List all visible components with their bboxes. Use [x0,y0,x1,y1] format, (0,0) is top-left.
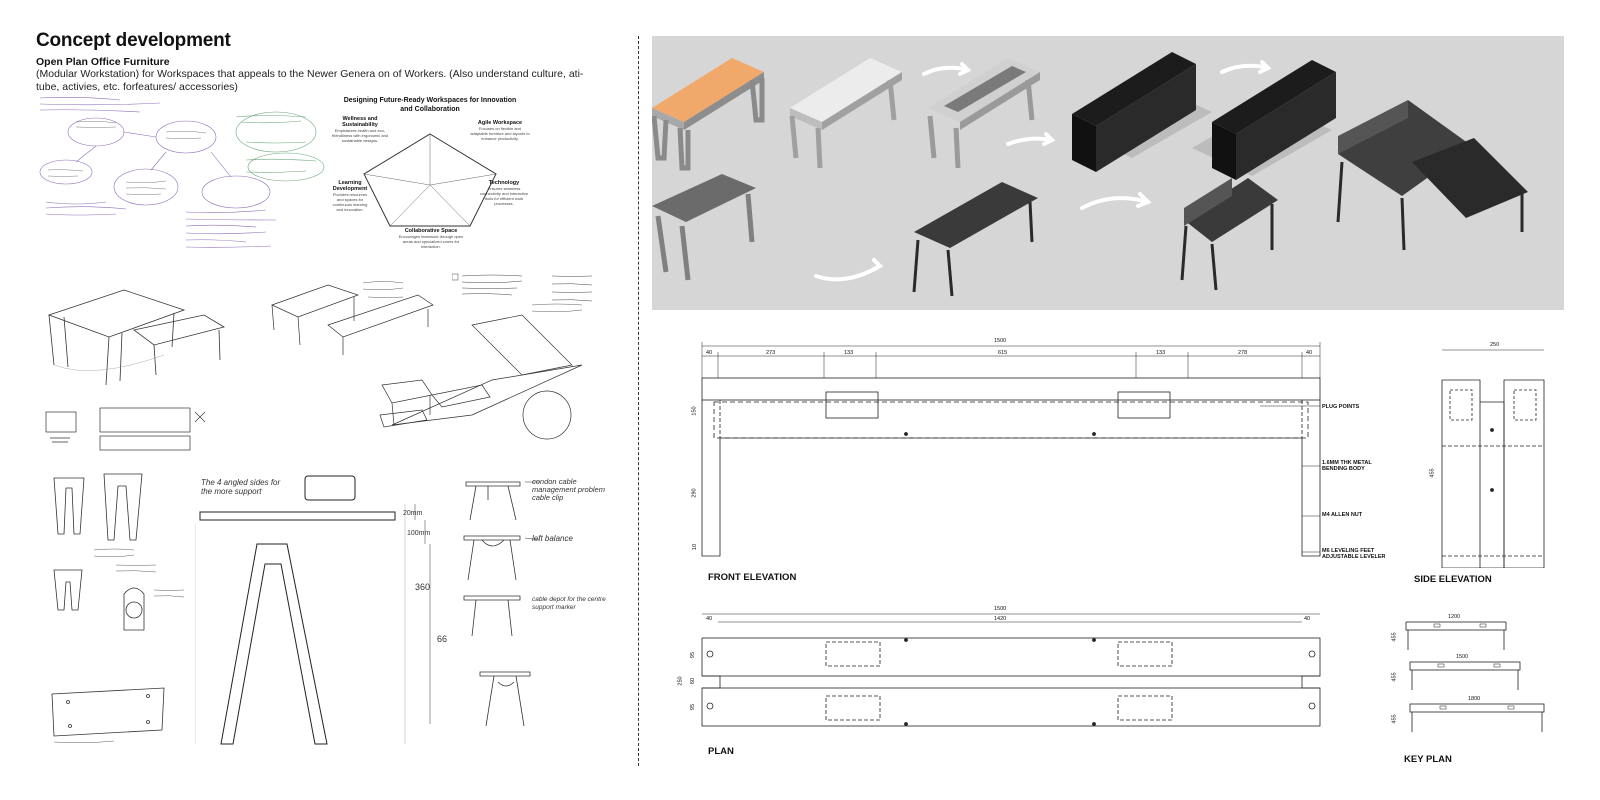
render-desk-grey [652,174,756,281]
dimension-note: 66 [437,634,448,644]
dimension-segment: 133 [844,350,854,356]
handwritten-note: left balance [532,534,573,543]
flow-arrows [814,60,1272,282]
callout-leveling-feet: M6 LEVELING FEET ADJUSTABLE LEVELER [1322,548,1386,560]
sketch-plate [44,682,194,752]
node-text: Encourages teamwork through open areas a… [398,234,464,249]
render-bench-channel [927,58,1040,169]
callout-allen-nut: M4 ALLEN NUT [1322,512,1363,518]
plan-edge-right: 40 [1304,616,1311,622]
render-bench-wood [651,58,765,171]
page-subtitle: Open Plan Office Furniture [36,56,170,68]
vertical-divider [638,36,639,766]
render-bench-grey [789,58,902,169]
dimension-note: 360 [415,582,431,592]
dimension-left: 10 [692,543,699,551]
dimension-note: 100mm [407,530,431,537]
node-text: Ensures seamless connectivity and intera… [479,186,529,206]
plan-left-dim: 60 [690,677,697,685]
key-plan-width: 1200 [1448,614,1461,620]
node-heading: Collaborative Space [404,228,458,234]
node-text: Focuses on flexible and adaptable furnit… [470,126,530,141]
plan-inner-dim: 1420 [994,616,1007,622]
key-plan-height: 455 [1391,632,1398,642]
side-height-dim: 455 [1429,468,1436,478]
handwritten-notes [36,92,336,262]
node-technology: Technology Ensures seamless connectivity… [478,180,530,206]
front-elevation-drawing: 1500 40 273 133 615 133 278 40 150 290 1… [692,338,1340,568]
handwritten-note: The 4 angled sides for the more support [201,478,281,496]
handwritten-note: cable depot for the centre support marke… [532,596,606,611]
render-box-dark-2 [1192,60,1336,180]
page-description: (Modular Workstation) for Workspaces tha… [36,68,584,93]
key-plan-width: 1800 [1468,696,1481,702]
node-heading: Wellness and Sustainability [342,116,378,128]
dimension-segment: 40 [706,350,713,356]
node-heading: Technology [488,180,520,186]
node-learning: Learning Development Provides resources … [330,180,370,212]
diagram-title: Designing Future-Ready Workspaces for In… [343,97,517,113]
key-plan-height: 455 [1391,714,1398,724]
plan-edge-left: 40 [706,616,713,622]
sketch-leg-study [44,470,185,670]
render-box-dark [1072,52,1212,172]
side-width-dim: 250 [1490,342,1500,348]
plan-label: PLAN [708,746,734,757]
side-elevation-label: SIDE ELEVATION [1414,574,1492,585]
node-wellness: Wellness and Sustainability Emphasizes h… [330,116,390,143]
render-panel [651,36,1564,310]
plan-left-dim: 95 [690,651,697,659]
dimension-segment: 273 [766,350,776,356]
callout-plug-points: PLUG POINTS [1322,404,1360,410]
render-desk-extended [1336,100,1528,251]
plan-overall-dim: 1500 [994,606,1007,612]
dimension-segment: 133 [1156,350,1166,356]
pentagon-diagram: Designing Future-Ready Workspaces for In… [330,94,530,264]
render-desk-dark [912,182,1038,297]
node-heading: Agile Workspace [477,120,523,126]
sketch-bench-module [268,275,443,365]
dimension-note: 20mm [403,510,423,517]
node-text: Provides resources and spaces for contin… [332,192,368,212]
sketch-desk-bench [44,275,234,405]
node-text: Emphasizes health and eco-friendliness w… [331,128,389,143]
sketch-note-list [451,272,602,317]
key-plan-width: 1500 [1456,654,1469,660]
handwritten-note: condon cable management problem cable cl… [532,477,605,502]
front-elevation-label: FRONT ELEVATION [708,572,797,583]
dimension-segment: 615 [998,350,1008,356]
sketch-cable-details: condon cable management problem cable cl… [460,476,620,746]
dimension-left: 290 [691,488,698,498]
sketch-main-leg: The 4 angled sides for the more support … [194,474,455,754]
callout-metal-body: 1.6MM THK METAL BENDING BODY [1322,460,1372,472]
sketch-desk-orthographic [40,402,220,462]
dimension-segment: 40 [1306,350,1313,356]
plan-drawing: 1500 1420 40 40 95 60 95 250 [678,606,1340,738]
dimension-overall: 1500 [994,338,1007,344]
plan-left-dim: 95 [690,703,697,711]
node-collaborative: Collaborative Space Encourages teamwork … [396,228,466,249]
dimension-segment: 278 [1238,350,1248,356]
render-desk-screen [1180,178,1278,291]
key-plan-height: 455 [1391,672,1398,682]
node-agile: Agile Workspace Focuses on flexible and … [470,120,530,141]
sketch-modular-layout [372,285,612,460]
plan-total-depth: 250 [677,676,684,686]
node-heading: Learning Development [332,180,368,192]
dimension-left: 150 [691,406,698,416]
key-plan: 1200 455 1500 455 1800 455 [1392,612,1556,742]
key-plan-label: KEY PLAN [1404,754,1452,765]
side-elevation-drawing: 250 455 [1430,342,1550,569]
page-title: Concept development [36,30,231,51]
